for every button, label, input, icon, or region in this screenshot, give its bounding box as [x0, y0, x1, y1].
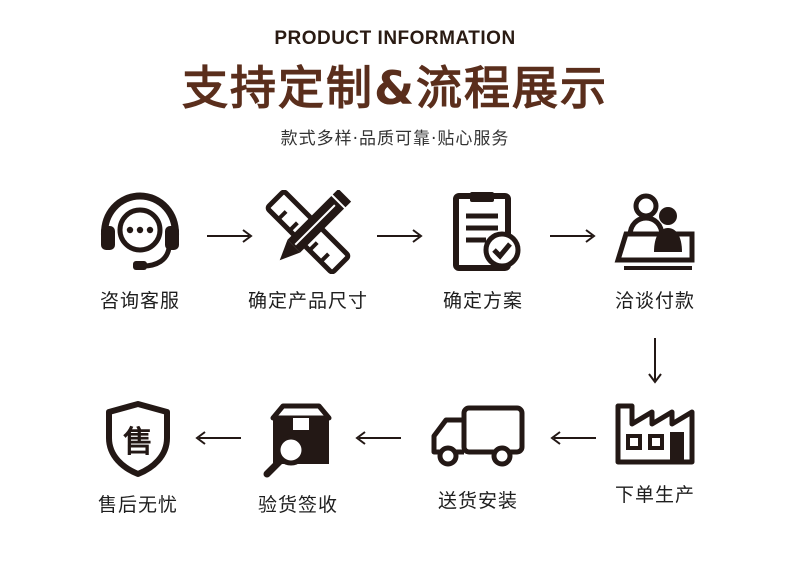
users-meeting-icon [614, 193, 695, 270]
step-production: 下单生产 [580, 398, 730, 507]
step-label-consult: 咨询客服 [99, 290, 180, 312]
arrow-right-icon [550, 229, 596, 243]
delivery-truck-icon [431, 405, 525, 467]
step-label-plan: 确定方案 [442, 290, 523, 312]
arrow-left-icon [355, 431, 401, 445]
step-consult: 咨询客服 [65, 190, 215, 313]
arrow-left-icon [550, 431, 596, 445]
step-plan: 确定方案 [408, 190, 558, 313]
step-label-aftersale: 售后无忧 [97, 494, 178, 516]
step-label-inspect: 验货签收 [257, 494, 338, 516]
step-delivery: 送货安装 [403, 398, 553, 513]
after-sale-shield-icon: 售 [106, 401, 170, 477]
step-label-production: 下单生产 [614, 484, 695, 506]
step-label-delivery: 送货安装 [437, 490, 518, 512]
header-en-title: PRODUCT INFORMATION [274, 28, 516, 49]
step-payment: 洽谈付款 [580, 190, 730, 313]
svg-text:售: 售 [123, 425, 153, 460]
box-inspect-icon [263, 403, 332, 478]
step-label-payment: 洽谈付款 [614, 290, 695, 312]
arrow-down-icon [648, 338, 662, 384]
step-size: 确定产品尺寸 [233, 190, 383, 313]
step-inspect: 验货签收 [223, 398, 373, 517]
clipboard-check-icon [453, 192, 521, 271]
pencil-ruler-icon [265, 190, 352, 274]
header-subtitle: 款式多样·品质可靠·贴心服务 [280, 129, 510, 149]
factory-icon [615, 403, 695, 465]
arrow-right-icon [207, 229, 253, 243]
headset-chat-icon [101, 192, 179, 270]
header-cn-title: 支持定制&流程展示 [181, 61, 609, 115]
arrow-left-icon [195, 431, 241, 445]
arrow-right-icon [377, 229, 423, 243]
step-label-size: 确定产品尺寸 [247, 290, 368, 312]
step-aftersale: 售 售后无忧 [63, 398, 213, 517]
